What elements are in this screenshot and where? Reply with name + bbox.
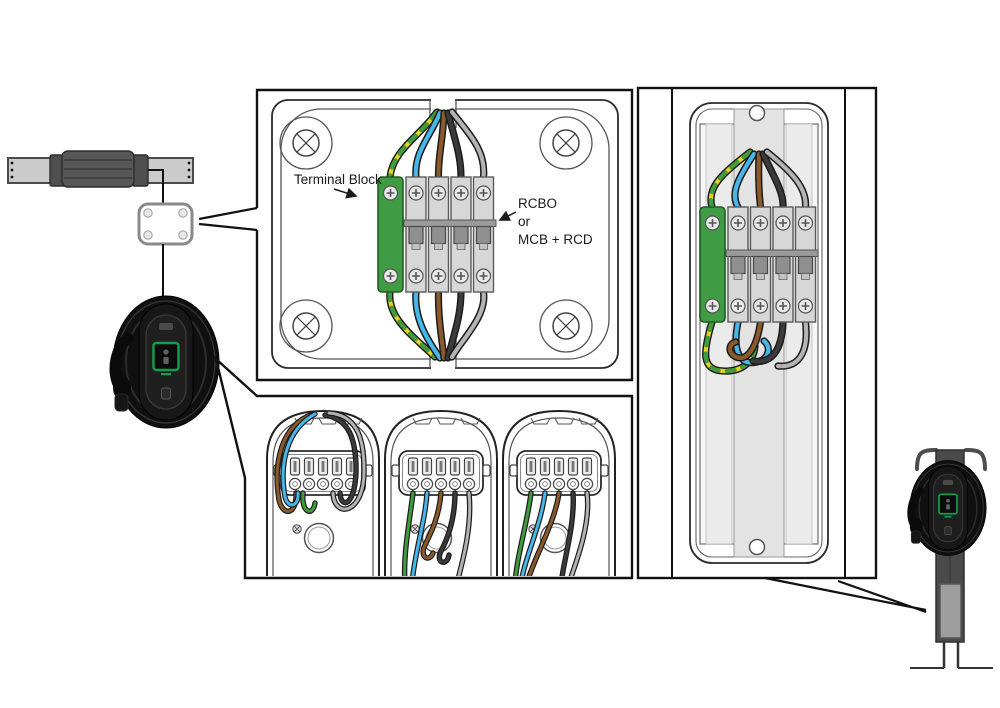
arrow-rcbo-icon: [498, 210, 517, 221]
callout-wedge-right: [764, 576, 927, 614]
corner-screw-icon: [292, 129, 320, 157]
supply-cable-assembly: [7, 150, 194, 204]
corner-screw-icon: [552, 129, 580, 157]
label-terminal-block: Terminal Block: [294, 172, 382, 187]
enclosure-box-top: Terminal Block RCBO or MCB + RCD: [255, 88, 634, 382]
pedestal-charger: [910, 448, 993, 669]
charger-backplate-2: [385, 411, 497, 576]
charger-backplate-1: [267, 411, 379, 617]
ev-charger-left: [113, 296, 219, 428]
charger-backplate-3: [503, 411, 615, 576]
label-rcbo-2: or: [518, 214, 531, 229]
wires-right-bottom: [702, 318, 810, 375]
wires-right-top: [707, 148, 810, 211]
terminal-block-and-breakers: [378, 177, 496, 292]
enclosure-box-right: [636, 86, 878, 580]
enclosure-box-bottom: [213, 355, 634, 617]
junction-box: [137, 202, 194, 246]
mount-hole-top: [748, 104, 766, 122]
mount-hole-bottom: [748, 538, 766, 556]
ev-charger-right: [910, 460, 986, 555]
wires-top: [386, 108, 488, 181]
corner-screw-icon: [552, 312, 580, 340]
pedestal-legs: [942, 642, 960, 668]
corner-screw-icon: [292, 312, 320, 340]
label-rcbo-1: RCBO: [518, 196, 557, 211]
cable-hook-right: [964, 448, 987, 471]
wires-bottom: [386, 288, 488, 362]
label-rcbo-3: MCB + RCD: [518, 232, 593, 247]
callout-wedge-junction: [198, 206, 258, 232]
pedestal-panel: [939, 583, 962, 639]
feed-line: [148, 169, 164, 204]
cable-hook-left: [915, 448, 938, 471]
arrow-terminal-block-icon: [333, 187, 358, 199]
terminal-block-and-breakers-right: [700, 207, 818, 322]
cable-coupler: [49, 150, 149, 188]
